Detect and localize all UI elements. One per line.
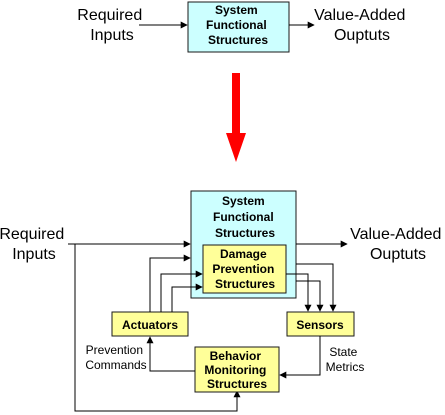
top-input-label: Required Inputs — [77, 7, 146, 44]
behavior-to-actuators-arrow — [146, 336, 195, 372]
system-to-sensors-arrow-1 — [296, 263, 337, 312]
bottom-output-label: Value-Added Ouptuts — [350, 226, 445, 263]
system-to-sensors-arrow-2 — [296, 280, 324, 312]
damage-prevention-box — [202, 244, 287, 294]
behavior-monitoring-label: Behavior Monitoring Structures — [204, 349, 269, 391]
actuator-to-system-arrow — [149, 254, 191, 312]
sensors-label: Sensors — [296, 318, 344, 332]
actuator-to-damage-arrow-2 — [171, 283, 203, 312]
damage-to-sensors-arrow — [286, 273, 312, 312]
bottom-system-label: System Functional Structures — [213, 194, 277, 240]
damage-prevention-label: Damage Prevention Structures — [212, 247, 277, 291]
behavior-monitoring-box — [194, 346, 280, 393]
bottom-diagram: Required Inputs System Functional Struct… — [0, 190, 445, 412]
prevention-commands-label: Prevention Commands — [85, 343, 146, 372]
sensors-box — [286, 311, 355, 337]
bottom-input-label: Required Inputs — [0, 226, 69, 263]
top-output-label: Value-Added Ouptuts — [314, 7, 410, 44]
input-to-behavior-arrow — [74, 244, 241, 412]
sensors-to-behavior-arrow — [279, 336, 321, 379]
actuator-to-damage-arrow-1 — [160, 270, 203, 312]
top-diagram: Required Inputs System Functional Struct… — [77, 1, 410, 53]
transition-arrow — [226, 73, 246, 162]
top-system-box — [187, 1, 290, 53]
top-system-label: System Functional Structures — [206, 3, 270, 47]
actuators-label: Actuators — [122, 318, 178, 332]
state-metrics-label: State Metrics — [326, 345, 365, 374]
